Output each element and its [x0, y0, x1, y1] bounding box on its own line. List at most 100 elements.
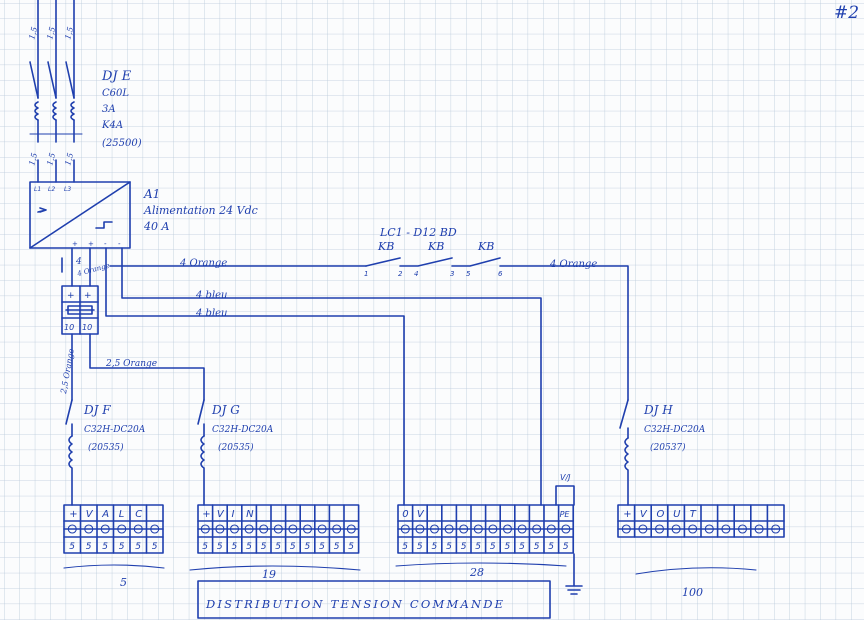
page-number: #2	[834, 3, 859, 23]
svg-text:4: 4	[414, 270, 418, 278]
terminal-size: 5	[119, 542, 125, 552]
svg-text:KB: KB	[377, 240, 394, 253]
terminal-header: N	[246, 509, 254, 520]
orange-wire-label: 4 Orange	[179, 258, 227, 269]
terminal-size: 5	[334, 542, 340, 552]
breaker-g-label: DJ G C32H-DC20A (20535)	[211, 403, 274, 453]
svg-text:+: +	[67, 291, 75, 301]
terminal-size: 5	[232, 542, 238, 552]
svg-text:(20535): (20535)	[218, 442, 254, 453]
terminal-size: 5	[461, 542, 467, 552]
supply-output-wires	[61, 247, 542, 506]
svg-text:-: -	[104, 240, 107, 248]
svg-text:L1: L1	[34, 186, 41, 193]
wire-size-label: 1,5	[27, 26, 39, 41]
terminal-size: 5	[69, 542, 75, 552]
terminal-size: 5	[519, 542, 525, 552]
breaker-e-label: DJ E C60L 3A K4A (25500)	[101, 69, 142, 149]
blue-wire-label: 4 bleu	[195, 308, 228, 319]
svg-text:5: 5	[466, 270, 471, 278]
wire-size-label: 1,5	[27, 152, 39, 167]
terminal-size: 5	[402, 542, 408, 552]
svg-text:Alimentation 24 Vdc: Alimentation 24 Vdc	[143, 204, 258, 217]
svg-text:DISTRIBUTION TENSION COMMANDE: DISTRIBUTION TENSION COMMANDE	[205, 597, 505, 611]
svg-text:K4A: K4A	[101, 120, 123, 131]
terminal-header: C	[135, 509, 142, 520]
orange-wire-label: 4 Orange	[549, 259, 597, 270]
contactor-contacts: KB KB KB 1 2 4 3 5 6	[364, 240, 629, 401]
svg-text:(20537): (20537)	[650, 442, 686, 453]
terminal-size: 5	[86, 542, 92, 552]
terminal-size: 5	[319, 542, 325, 552]
terminal-header: V	[217, 509, 225, 520]
breaker-h-symbol	[619, 399, 629, 506]
jumper-label: V/J	[560, 473, 571, 482]
svg-text:(20535): (20535)	[88, 442, 124, 453]
earth-jumper	[555, 485, 583, 595]
terminal-size: 5	[202, 542, 208, 552]
svg-text:KB: KB	[427, 240, 444, 253]
svg-text:+: +	[88, 240, 94, 248]
terminal-size: 5	[102, 542, 108, 552]
terminal-size: 5	[246, 542, 252, 552]
svg-text:C32H-DC20A: C32H-DC20A	[84, 425, 146, 435]
svg-text:DJ F: DJ F	[83, 403, 111, 417]
svg-text:(25500): (25500)	[102, 138, 142, 149]
svg-text:2: 2	[398, 270, 403, 278]
terminal-header: 0	[402, 509, 408, 520]
terminal-header: +	[202, 509, 210, 520]
incoming-phase-wires	[29, 0, 83, 183]
terminal-size: 5	[446, 542, 452, 552]
terminal-size: 5	[505, 542, 511, 552]
terminal-size: 5	[152, 542, 158, 552]
wire-size-label: 1,5	[45, 26, 57, 41]
svg-text:L2: L2	[48, 186, 55, 193]
terminal-header: L	[119, 509, 125, 520]
terminal-size: 5	[135, 542, 141, 552]
terminal-header: T	[690, 509, 697, 520]
terminal-size: 5	[348, 542, 354, 552]
contactor-label: LC1 - D12 BD	[379, 226, 457, 239]
svg-text:C32H-DC20A: C32H-DC20A	[212, 425, 274, 435]
terminal-header: +	[623, 509, 631, 520]
terminal-size: 5	[475, 542, 481, 552]
terminal-size: 5	[261, 542, 267, 552]
svg-text:C32H-DC20A: C32H-DC20A	[644, 425, 706, 435]
terminal-size: 5	[432, 542, 438, 552]
terminal-size: 5	[217, 542, 223, 552]
svg-text:DJ E: DJ E	[101, 69, 132, 84]
breaker-h-label: DJ H C32H-DC20A (20537)	[643, 403, 706, 453]
svg-text:10: 10	[82, 323, 92, 332]
svg-text:L3: L3	[64, 186, 71, 193]
wire-size-label: 1,5	[63, 152, 75, 167]
svg-text:40 A: 40 A	[143, 220, 169, 233]
svg-text:C60L: C60L	[102, 88, 129, 99]
terminal-size: 5	[563, 542, 569, 552]
svg-text:DJ H: DJ H	[643, 403, 673, 417]
wire-size-label: 1,5	[45, 152, 57, 167]
supply-section-label: 4	[75, 257, 82, 267]
terminal-header: PE	[560, 510, 571, 519]
terminal-size: 5	[490, 542, 496, 552]
svg-text:5: 5	[120, 576, 127, 589]
terminal-size: 5	[548, 542, 554, 552]
svg-text:KB: KB	[477, 240, 494, 253]
feed-to-breakers	[71, 333, 205, 401]
svg-text:19: 19	[262, 568, 276, 581]
wire-size-label: 1,5	[63, 26, 75, 41]
breaker-f-label: DJ F C32H-DC20A (20535)	[83, 403, 146, 453]
blue-wire-label: 4 bleu	[195, 290, 228, 301]
power-supply-box: L1 L2 L3 + + - -	[29, 181, 131, 249]
terminal-header: V	[417, 509, 425, 520]
svg-text:+: +	[72, 240, 78, 248]
svg-text:3A: 3A	[102, 104, 116, 115]
svg-text:6: 6	[498, 270, 503, 278]
svg-text:3: 3	[450, 270, 454, 278]
terminal-header: +	[69, 509, 77, 520]
terminal-size: 5	[305, 542, 311, 552]
